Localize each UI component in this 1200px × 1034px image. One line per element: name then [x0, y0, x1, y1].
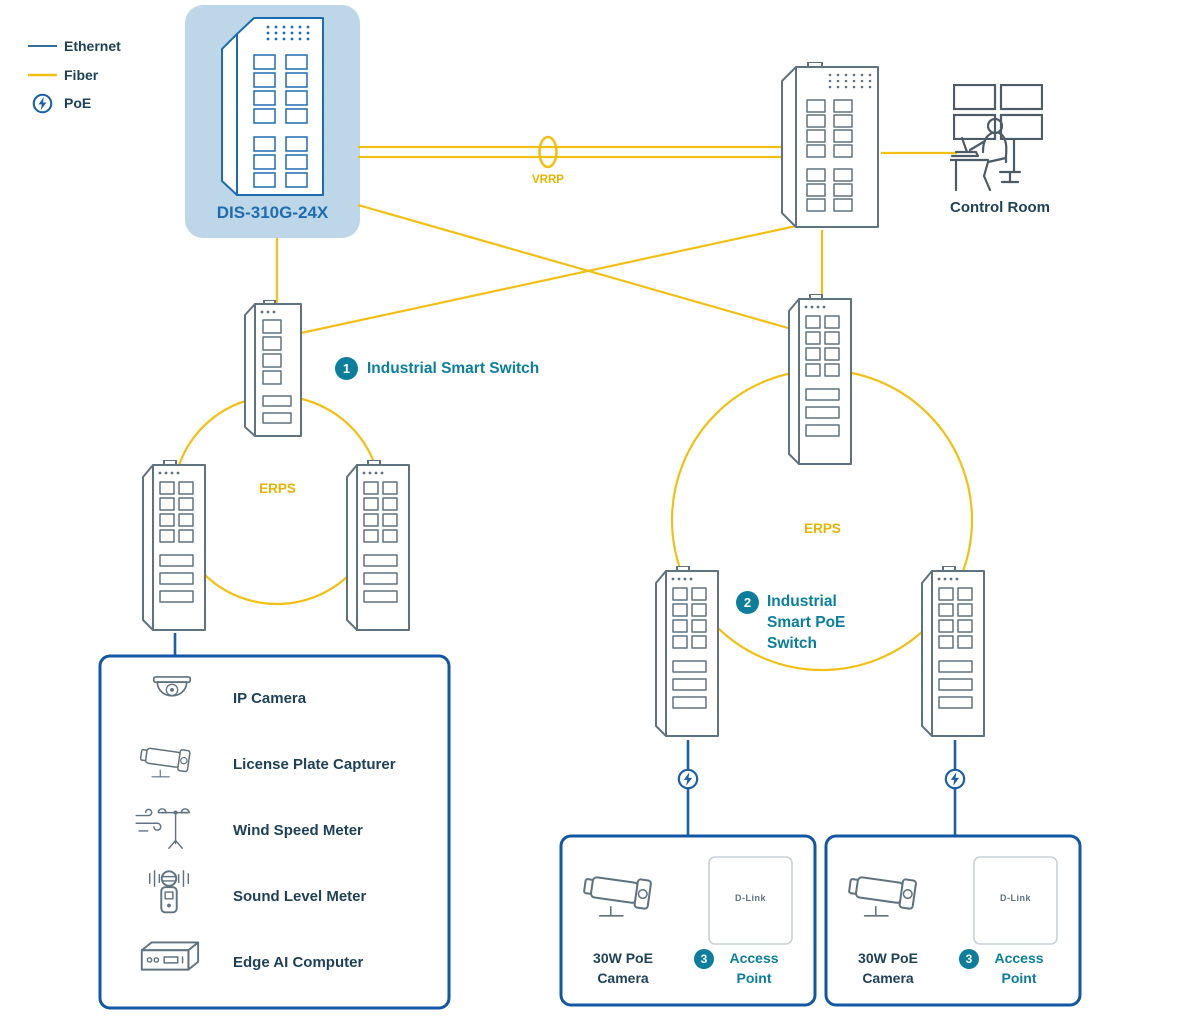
- vrrp-label: VRRP: [532, 174, 564, 186]
- fiber-cross-link-1: [357, 203, 796, 332]
- access-point-illustration-2: [973, 856, 1058, 945]
- core-switch-illustration: [781, 62, 879, 228]
- legend-marks: [28, 45, 57, 114]
- ring1-erps-label: ERPS: [259, 481, 296, 496]
- ring1-switch-left: [142, 460, 206, 631]
- legend-ethernet-label: Ethernet: [64, 38, 121, 54]
- access-point-label-1: Access Point: [729, 950, 779, 986]
- poe-node-badge-2: 3: [959, 949, 979, 969]
- device-label-wind-meter: Wind Speed Meter: [233, 822, 363, 839]
- control-room-monitors-icon: [953, 84, 1043, 140]
- poe-camera-label-1: 30W PoE Camera: [593, 950, 653, 986]
- legend-poe-label: PoE: [64, 95, 92, 111]
- poe-icon-drop-1: [677, 768, 699, 790]
- legend-fiber-label: Fiber: [64, 67, 99, 83]
- ring2-erps-label: ERPS: [804, 521, 841, 536]
- device-list-box: [98, 654, 451, 1010]
- ring1-switch-top: [244, 300, 302, 437]
- main-switch-label: DIS-310G-24X: [216, 203, 329, 222]
- ring2-switch-right: [921, 566, 985, 737]
- control-room-label: Control Room: [950, 199, 1050, 216]
- access-point-brand-1: D-Link: [735, 893, 766, 903]
- ring1-switch-right: [346, 460, 410, 631]
- poe-camera-label-2: 30W PoE Camera: [858, 950, 918, 986]
- device-label-sound-meter: Sound Level Meter: [233, 888, 367, 905]
- ring2-switch-left: [655, 566, 719, 737]
- legend-poe-icon: [32, 93, 53, 114]
- access-point-brand-2: D-Link: [1000, 893, 1031, 903]
- edge-computer-icon: [140, 941, 200, 971]
- dis-switch-illustration: [221, 17, 324, 196]
- poe-icon-drop-2: [944, 768, 966, 790]
- vrrp-link-icon: [538, 135, 558, 169]
- device-label-license-capturer: License Plate Capturer: [233, 756, 396, 773]
- access-point-label-2: Access Point: [994, 950, 1044, 986]
- poe-node-badge-1: 3: [694, 949, 714, 969]
- fiber-links: [275, 135, 957, 335]
- device-label-edge-computer: Edge AI Computer: [233, 954, 364, 971]
- ring2-number-badge: 2: [736, 591, 759, 614]
- ring1-switch-type-label: Industrial Smart Switch: [367, 360, 540, 377]
- ring1-number-badge: 1: [335, 357, 358, 380]
- fiber-cross-link-2: [300, 224, 797, 335]
- ring2-switch-type-label: Industrial Smart PoE Switch: [767, 593, 846, 652]
- device-label-ip-camera: IP Camera: [233, 690, 307, 707]
- access-point-illustration-1: [708, 856, 793, 945]
- ring2-switch-top: [788, 294, 852, 465]
